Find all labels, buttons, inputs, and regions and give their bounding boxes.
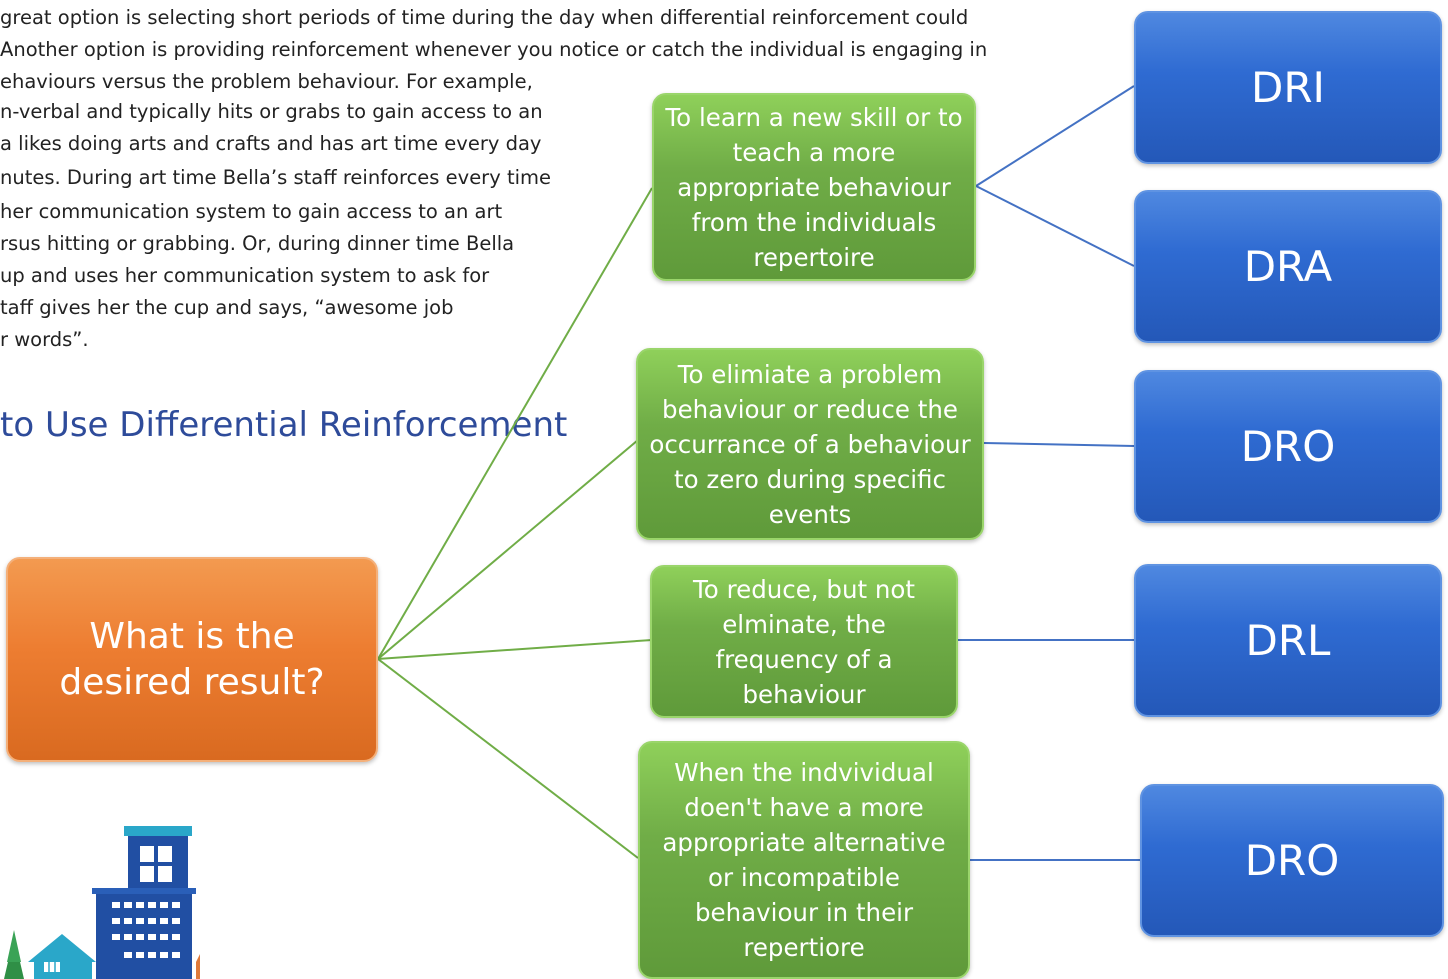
procedure-box-dra: DRA	[1134, 190, 1442, 343]
connector-root-to-result-2	[377, 439, 639, 660]
body-line-8: rsus hitting or grabbing. Or, during din…	[0, 232, 515, 255]
body-line-2: Another option is providing reinforcemen…	[0, 38, 988, 61]
body-line-11: r words”.	[0, 328, 89, 351]
body-line-7: her communication system to gain access …	[0, 200, 503, 223]
procedure-box-drl: DRL	[1134, 564, 1442, 717]
body-line-4: n-verbal and typically hits or grabs to …	[0, 100, 543, 123]
connector-root-to-result-3	[377, 639, 653, 660]
procedure-box-dri: DRI	[1134, 11, 1442, 164]
body-line-6: nutes. During art time Bella’s staff rei…	[0, 166, 551, 189]
result-box-3: To reduce, but not elminate, the frequen…	[650, 565, 958, 718]
body-line-5: a likes doing arts and crafts and has ar…	[0, 132, 542, 155]
procedure-label-dro-2: DRO	[1244, 836, 1340, 885]
body-line-9: up and uses her communication system to …	[0, 264, 490, 287]
procedure-label-dra: DRA	[1243, 242, 1333, 291]
result-label-4: When the indvividual doen't have a more …	[662, 758, 946, 962]
section-heading: to Use Differential Reinforcement	[0, 405, 568, 445]
connector-result-1-to-dra	[975, 185, 1135, 267]
procedure-box-dro: DRO	[1134, 370, 1442, 523]
procedure-label-dro: DRO	[1240, 422, 1336, 471]
procedure-label-drl: DRL	[1245, 616, 1331, 665]
result-box-2: To elimiate a problem behaviour or reduc…	[636, 348, 984, 540]
building-icon	[4, 826, 200, 979]
root-question-box: What is the desired result?	[6, 557, 378, 762]
result-box-4: When the indvividual doen't have a more …	[638, 741, 970, 979]
body-line-3: ehaviours versus the problem behaviour. …	[0, 70, 533, 93]
result-label-3: To reduce, but not elminate, the frequen…	[693, 574, 915, 709]
body-line-10: taff gives her the cup and says, “awesom…	[0, 296, 454, 319]
result-box-1: To learn a new skill or to teach a more …	[652, 93, 976, 281]
connector-result-1-to-dri	[975, 85, 1135, 187]
connector-result-2-to-dro	[983, 442, 1135, 447]
result-label-2: To elimiate a problem behaviour or reduc…	[649, 359, 971, 529]
root-question-label: What is the desired result?	[59, 615, 325, 703]
procedure-box-dro-2: DRO	[1140, 784, 1444, 937]
connector-root-to-result-4	[377, 658, 639, 859]
result-label-1: To learn a new skill or to teach a more …	[665, 102, 963, 272]
body-line-1: great option is selecting short periods …	[0, 6, 969, 29]
connector-root-to-result-1	[377, 187, 653, 660]
procedure-label-dri: DRI	[1251, 63, 1325, 112]
